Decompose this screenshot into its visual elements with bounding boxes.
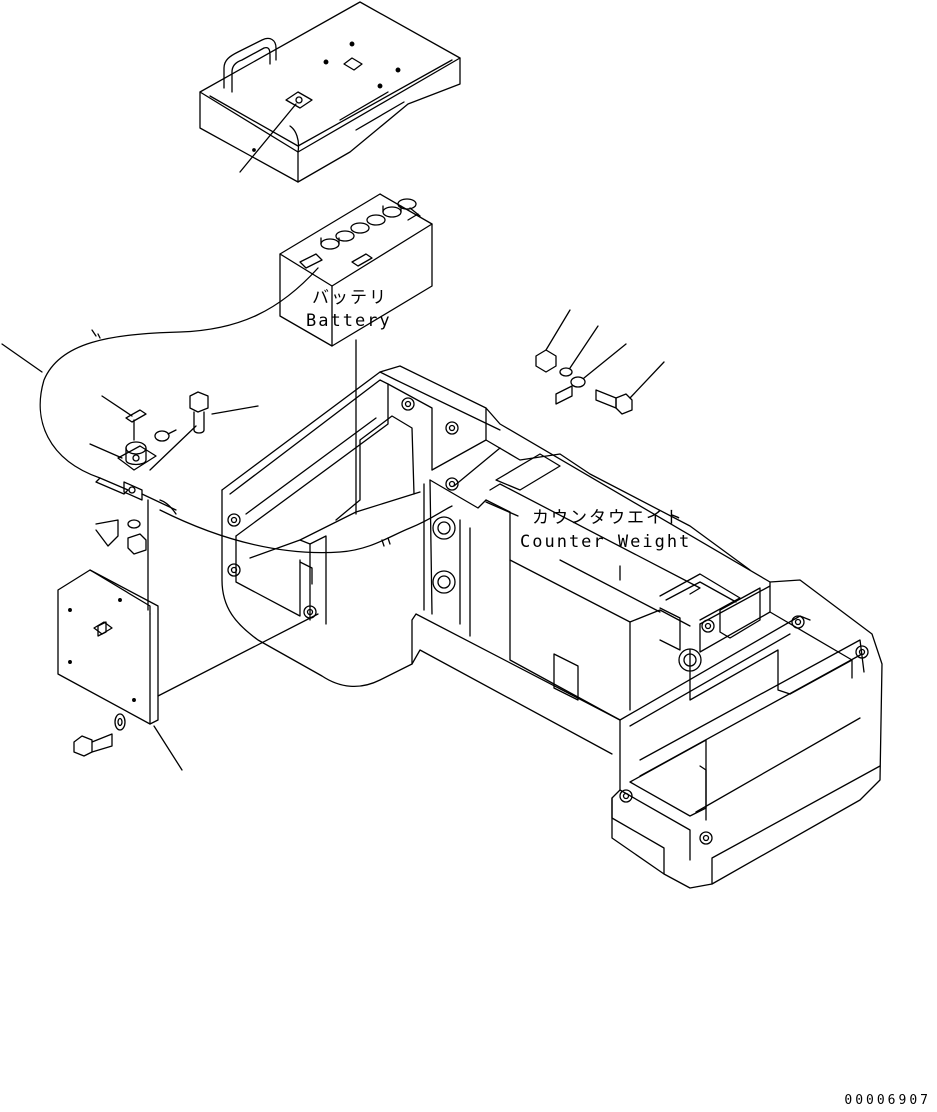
- battery-label-ja: バッテリ: [312, 288, 388, 308]
- counterweight-label-en: Counter Weight: [520, 532, 692, 552]
- washer-icon: [560, 326, 598, 376]
- bolt-icon: [190, 392, 258, 433]
- drawing-number: 00006907: [844, 1093, 931, 1108]
- cover-plate-icon: [58, 570, 318, 770]
- battery-cable-icon: [2, 268, 452, 553]
- washer-icon: [556, 344, 626, 404]
- battery-label-en: Battery: [306, 311, 392, 331]
- battery-icon: [280, 194, 432, 514]
- bolt-icon: [596, 362, 664, 414]
- bolt-icon: [74, 714, 125, 756]
- counterweight-icon: [222, 366, 882, 888]
- nut-icon: [536, 310, 570, 372]
- battery-switch-icon: [90, 396, 196, 610]
- counterweight-label-ja: カウンタウエイト: [532, 508, 684, 528]
- battery-cover-icon: [200, 2, 460, 182]
